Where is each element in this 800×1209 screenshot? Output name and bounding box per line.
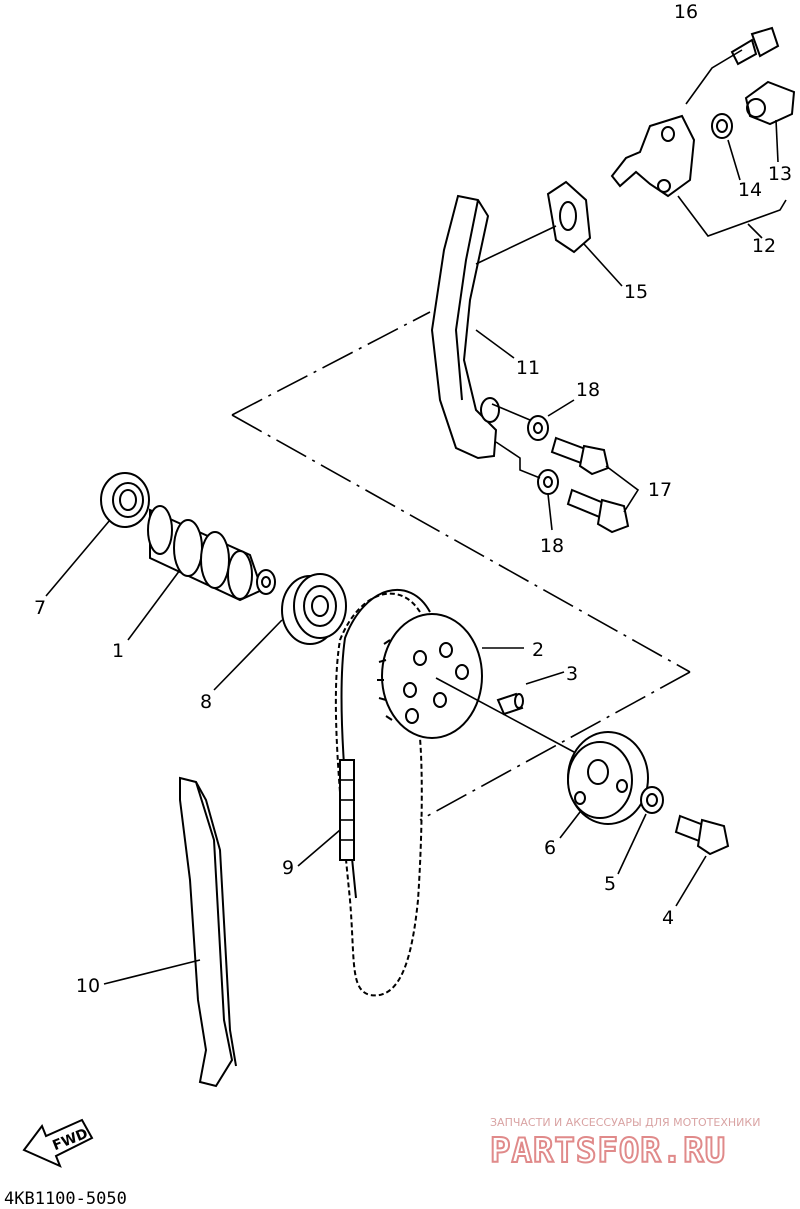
part-12-tensioner-assy (610, 114, 696, 198)
callout-5: 5 (604, 873, 616, 895)
part-6-plate (567, 731, 649, 825)
part-8-bearing (281, 573, 347, 645)
callout-6: 6 (544, 837, 556, 859)
part-13-cap-bolt (744, 80, 796, 126)
callout-3: 3 (566, 663, 578, 685)
part-1-camshaft (147, 505, 276, 602)
callout-16: 16 (674, 1, 698, 23)
part-16-bolt (730, 26, 780, 66)
watermark-brand: PARTSFOR.RU (490, 1131, 726, 1171)
part-5-washer (640, 786, 664, 814)
part-9-timing-chain (334, 588, 431, 997)
callout-1: 1 (112, 640, 124, 662)
part-15-gasket (546, 180, 592, 254)
part-3-dowel-pin (496, 692, 524, 716)
callout-4: 4 (662, 907, 674, 929)
diagram-code: 4KB1100-5050 (4, 1189, 127, 1209)
callout-7: 7 (34, 597, 46, 619)
callout-9: 9 (282, 857, 294, 879)
assembly-boundary-line (231, 311, 691, 821)
fwd-arrow-icon: FWD (22, 1118, 94, 1168)
part-10-chain-guide (179, 776, 237, 1088)
part-18-washer-upper (527, 415, 549, 441)
part-4-bolt (674, 814, 730, 856)
callout-17: 17 (648, 479, 672, 501)
callout-8: 8 (200, 691, 212, 713)
leader-lines (45, 49, 787, 985)
callout-18-lower: 18 (540, 535, 564, 557)
part-17-bolt-lower (566, 488, 630, 534)
callout-12: 12 (752, 235, 776, 257)
callout-13: 13 (768, 163, 792, 185)
part-17-bolt-upper (550, 436, 610, 476)
part-18-washer-lower (537, 469, 559, 495)
callout-18-upper: 18 (576, 379, 600, 401)
callout-2: 2 (532, 639, 544, 661)
callout-14: 14 (738, 179, 762, 201)
part-14-washer (711, 113, 733, 139)
watermark-tagline: ЗАПЧАСТИ И АКСЕССУАРЫ ДЛЯ МОТОТЕХНИКИ (490, 1116, 760, 1129)
callout-15: 15 (624, 281, 648, 303)
callout-10: 10 (76, 975, 100, 997)
part-2-cam-sprocket (377, 613, 483, 739)
callout-11: 11 (516, 357, 540, 379)
part-7-bearing (100, 472, 150, 528)
part-11-chain-guide (430, 194, 500, 460)
